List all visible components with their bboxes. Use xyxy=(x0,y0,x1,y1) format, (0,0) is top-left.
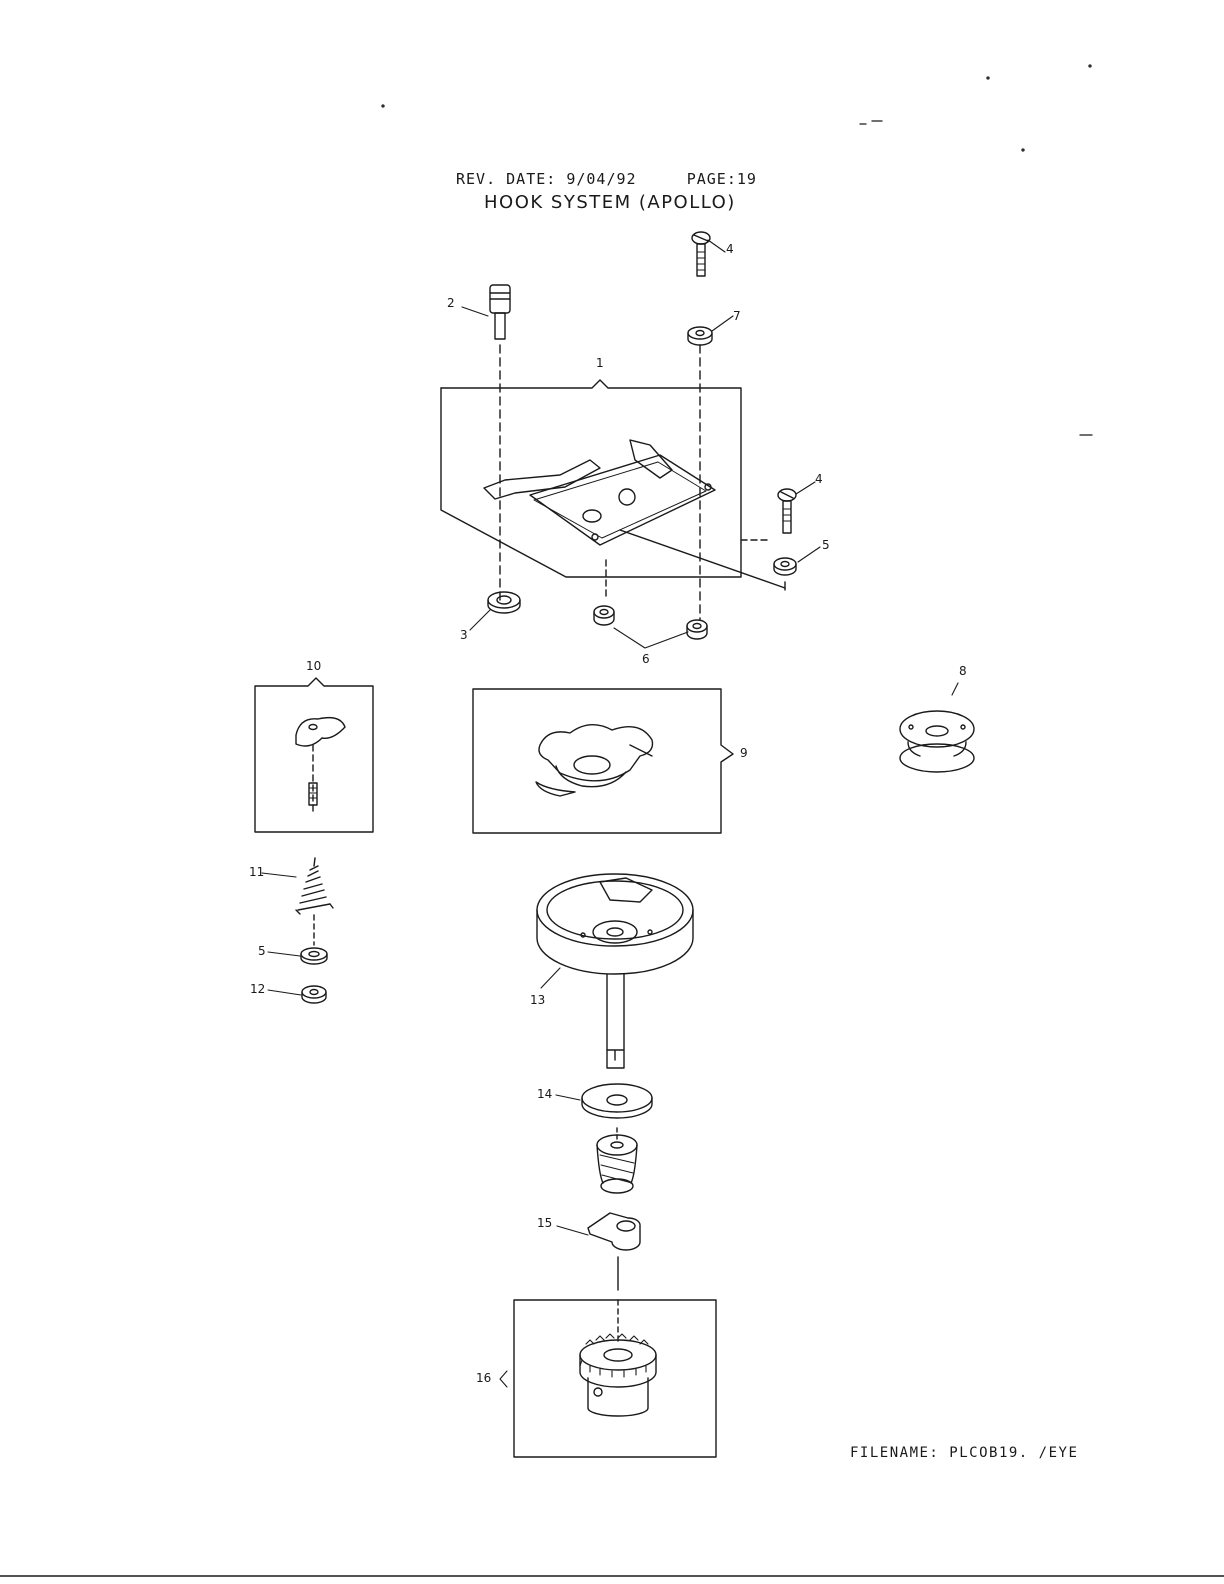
part-7-washer xyxy=(687,326,713,346)
revision-header: REV. DATE: 9/04/92 PAGE:19 xyxy=(456,170,757,188)
filename-value: PLCOB19. /EYE xyxy=(949,1445,1079,1461)
callout-10: 10 xyxy=(306,659,321,673)
page-number: 19 xyxy=(736,170,757,188)
callout-7: 7 xyxy=(733,309,741,323)
part-4-screw-top xyxy=(691,231,711,277)
part-2-pin xyxy=(489,284,511,340)
callout-4-top: 4 xyxy=(726,242,734,256)
scan-artifacts xyxy=(381,64,1093,436)
callout-16: 16 xyxy=(476,1371,491,1385)
callout-9: 9 xyxy=(740,746,748,760)
callout-11: 11 xyxy=(249,865,264,879)
part-9-bobbin-case xyxy=(472,688,734,834)
filename-label: FILENAME: xyxy=(850,1445,940,1461)
part-15-collar xyxy=(587,1212,641,1251)
callout-5-left: 5 xyxy=(258,944,266,958)
callout-14: 14 xyxy=(537,1087,552,1101)
rev-date: 9/04/92 xyxy=(566,170,637,188)
callout-4-right: 4 xyxy=(815,472,823,486)
part-16-gear-box xyxy=(513,1299,717,1458)
part-12-nut xyxy=(301,985,327,1004)
part-8-bobbin xyxy=(899,710,975,773)
coupling-spring xyxy=(596,1134,638,1194)
page-label: PAGE: xyxy=(686,170,737,188)
callout-3: 3 xyxy=(460,628,468,642)
callout-8: 8 xyxy=(959,664,967,678)
part-4-screw-right xyxy=(777,488,797,534)
callout-2: 2 xyxy=(447,296,455,310)
part-13-hook xyxy=(536,873,694,1069)
rev-label: REV. DATE: xyxy=(456,170,557,188)
part-5-washer-right xyxy=(773,557,797,576)
callout-1: 1 xyxy=(596,356,604,370)
part-10-bracket xyxy=(254,677,374,833)
callout-15: 15 xyxy=(537,1216,552,1230)
callout-13: 13 xyxy=(530,993,545,1007)
part-1-throat-plate xyxy=(483,439,786,591)
part-14-washer xyxy=(581,1083,653,1119)
part-6-bushings xyxy=(593,605,708,640)
filename-footer: FILENAME: PLCOB19. /EYE xyxy=(850,1445,1078,1461)
part-5-washer-left xyxy=(300,947,328,965)
part-11-spring xyxy=(295,857,334,915)
callout-leaders xyxy=(261,239,959,1388)
callout-5-right: 5 xyxy=(822,538,830,552)
part-3-nut xyxy=(487,591,521,614)
page-title: HOOK SYSTEM (APOLLO) xyxy=(484,192,736,213)
part-1-bracket xyxy=(440,379,742,578)
callout-6: 6 xyxy=(642,652,650,666)
callout-12: 12 xyxy=(250,982,265,996)
